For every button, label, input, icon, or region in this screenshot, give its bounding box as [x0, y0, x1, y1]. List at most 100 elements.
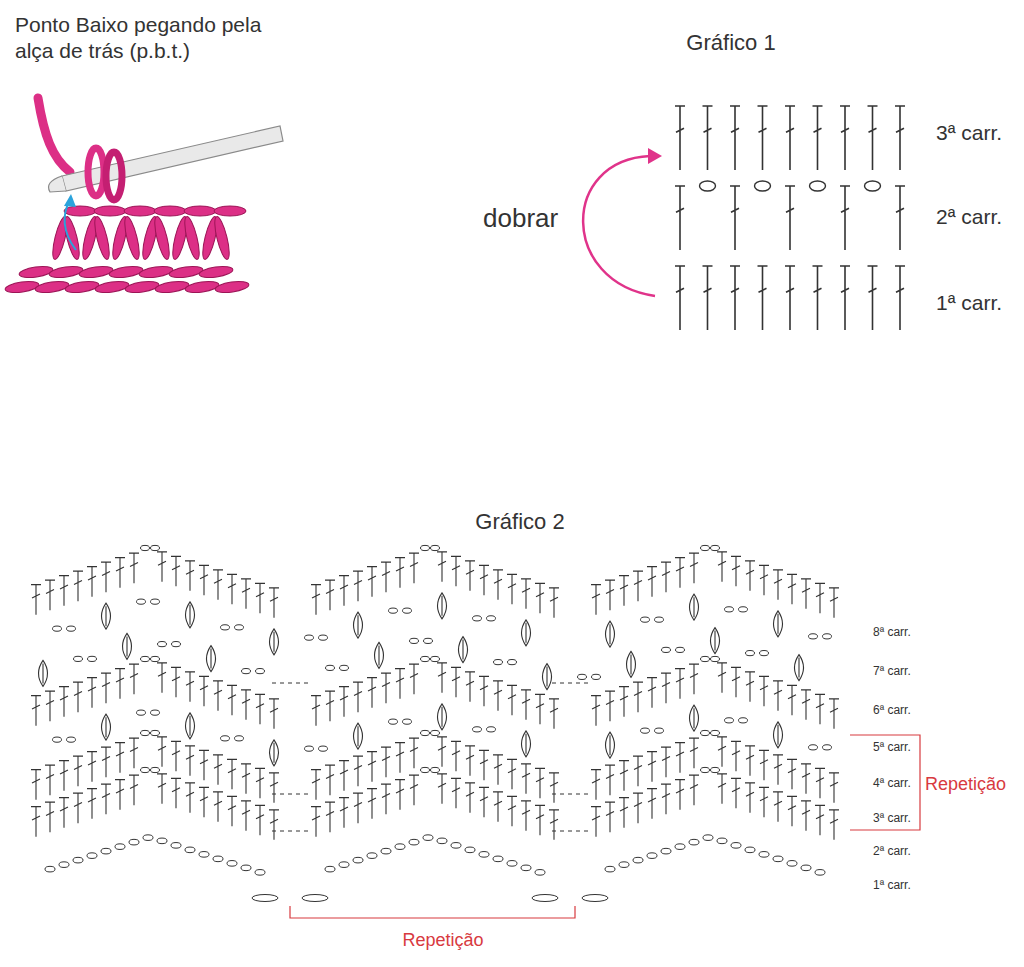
double-crochet-symbol [101, 784, 111, 814]
double-crochet-symbol [157, 663, 167, 693]
double-crochet-symbol [227, 796, 237, 826]
double-crochet-symbol [157, 552, 167, 582]
chain-symbol [755, 181, 771, 191]
double-crochet-symbol [730, 106, 740, 170]
double-crochet-symbol [129, 553, 139, 583]
long-chain-symbol [252, 895, 278, 902]
cluster-symbol [522, 731, 531, 757]
chain-symbol [745, 847, 755, 853]
chain-symbol [172, 642, 181, 647]
double-crochet-symbol [773, 570, 783, 600]
chart-title: Gráfico 1 [686, 29, 775, 57]
double-crochet-symbol [409, 553, 419, 583]
cluster-symbol [774, 722, 783, 748]
chain-symbol [662, 647, 671, 652]
double-crochet-symbol [395, 669, 405, 699]
double-crochet-symbol [759, 676, 769, 706]
chain-symbol [700, 181, 716, 191]
double-crochet-symbol [689, 664, 699, 694]
row-label: 8ª carr. [873, 625, 911, 640]
chain-symbol [424, 638, 433, 643]
chain-symbol [381, 848, 391, 854]
chain-symbol [421, 730, 430, 735]
double-crochet-symbol [451, 778, 461, 808]
double-crochet-symbol [731, 741, 741, 771]
dashed-guide [272, 831, 308, 832]
double-crochet-symbol [101, 562, 111, 592]
chain-symbol [326, 665, 335, 670]
chain-symbol [53, 626, 62, 631]
double-crochet-symbol [507, 574, 517, 604]
chain-symbol [431, 656, 440, 661]
chain-symbol [141, 767, 150, 772]
stitch-post [182, 215, 202, 260]
double-crochet-symbol [45, 580, 55, 610]
double-crochet-symbol [465, 672, 475, 702]
chain-symbol [389, 608, 398, 613]
row-label: 2ª carr. [873, 844, 911, 859]
double-crochet-symbol [451, 556, 461, 586]
dashed-guide [552, 831, 588, 832]
chain-symbol [701, 767, 710, 772]
double-crochet-symbol [633, 793, 643, 823]
double-crochet-symbol [227, 685, 237, 715]
double-crochet-symbol [409, 664, 419, 694]
chain-symbol [137, 710, 146, 715]
double-crochet-symbol [479, 565, 489, 595]
double-crochet-symbol [689, 775, 699, 805]
double-crochet-symbol [479, 787, 489, 817]
stitch-loop [154, 280, 189, 295]
double-crochet-symbol [605, 765, 615, 795]
double-crochet-symbol [801, 579, 811, 609]
stitch-loop [184, 280, 219, 295]
stitch-post [212, 215, 232, 260]
chain-symbol [305, 746, 314, 751]
double-crochet-symbol [535, 768, 545, 798]
double-crochet-symbol [787, 759, 797, 789]
chain-symbol [410, 638, 419, 643]
double-crochet-symbol [813, 266, 823, 330]
double-crochet-symbol [451, 667, 461, 697]
double-crochet-symbol [437, 774, 447, 804]
double-crochet-symbol [269, 810, 279, 840]
cluster-symbol [627, 651, 636, 677]
double-crochet-symbol [367, 789, 377, 819]
chain-symbol [53, 737, 62, 742]
double-crochet-symbol [675, 186, 685, 250]
chain-symbol [403, 719, 412, 724]
double-crochet-symbol [535, 694, 545, 724]
chart-two [31, 545, 839, 901]
cluster-symbol [207, 646, 216, 672]
double-crochet-symbol [395, 780, 405, 810]
chain-symbol [661, 848, 671, 854]
double-crochet-symbol [840, 106, 850, 170]
chain-symbol [227, 861, 237, 867]
double-crochet-symbol [311, 585, 321, 615]
double-crochet-symbol [185, 561, 195, 591]
double-crochet-symbol [647, 789, 657, 819]
double-crochet-symbol [339, 798, 349, 828]
row-label: 6ª carr. [873, 703, 911, 718]
chain-symbol [101, 848, 111, 854]
chain-symbol [431, 767, 440, 772]
fold-label: dobrar [483, 202, 558, 235]
double-crochet-symbol [493, 755, 503, 785]
cluster-symbol [795, 655, 804, 681]
cluster-symbol [459, 637, 468, 663]
double-crochet-symbol [45, 802, 55, 832]
chain-symbol [339, 862, 349, 868]
chain-symbol [592, 674, 601, 679]
double-crochet-symbol [339, 687, 349, 717]
double-crochet-symbol [507, 796, 517, 826]
double-crochet-symbol [675, 106, 685, 170]
chain-symbol [241, 865, 251, 871]
chain-symbol [493, 856, 503, 862]
double-crochet-symbol [213, 755, 223, 785]
double-crochet-symbol [619, 687, 629, 717]
stitch-post [152, 215, 172, 260]
double-crochet-symbol [758, 266, 768, 330]
double-crochet-symbol [801, 764, 811, 794]
cluster-symbol [39, 660, 48, 686]
double-crochet-symbol [171, 741, 181, 771]
double-crochet-symbol [171, 778, 181, 808]
